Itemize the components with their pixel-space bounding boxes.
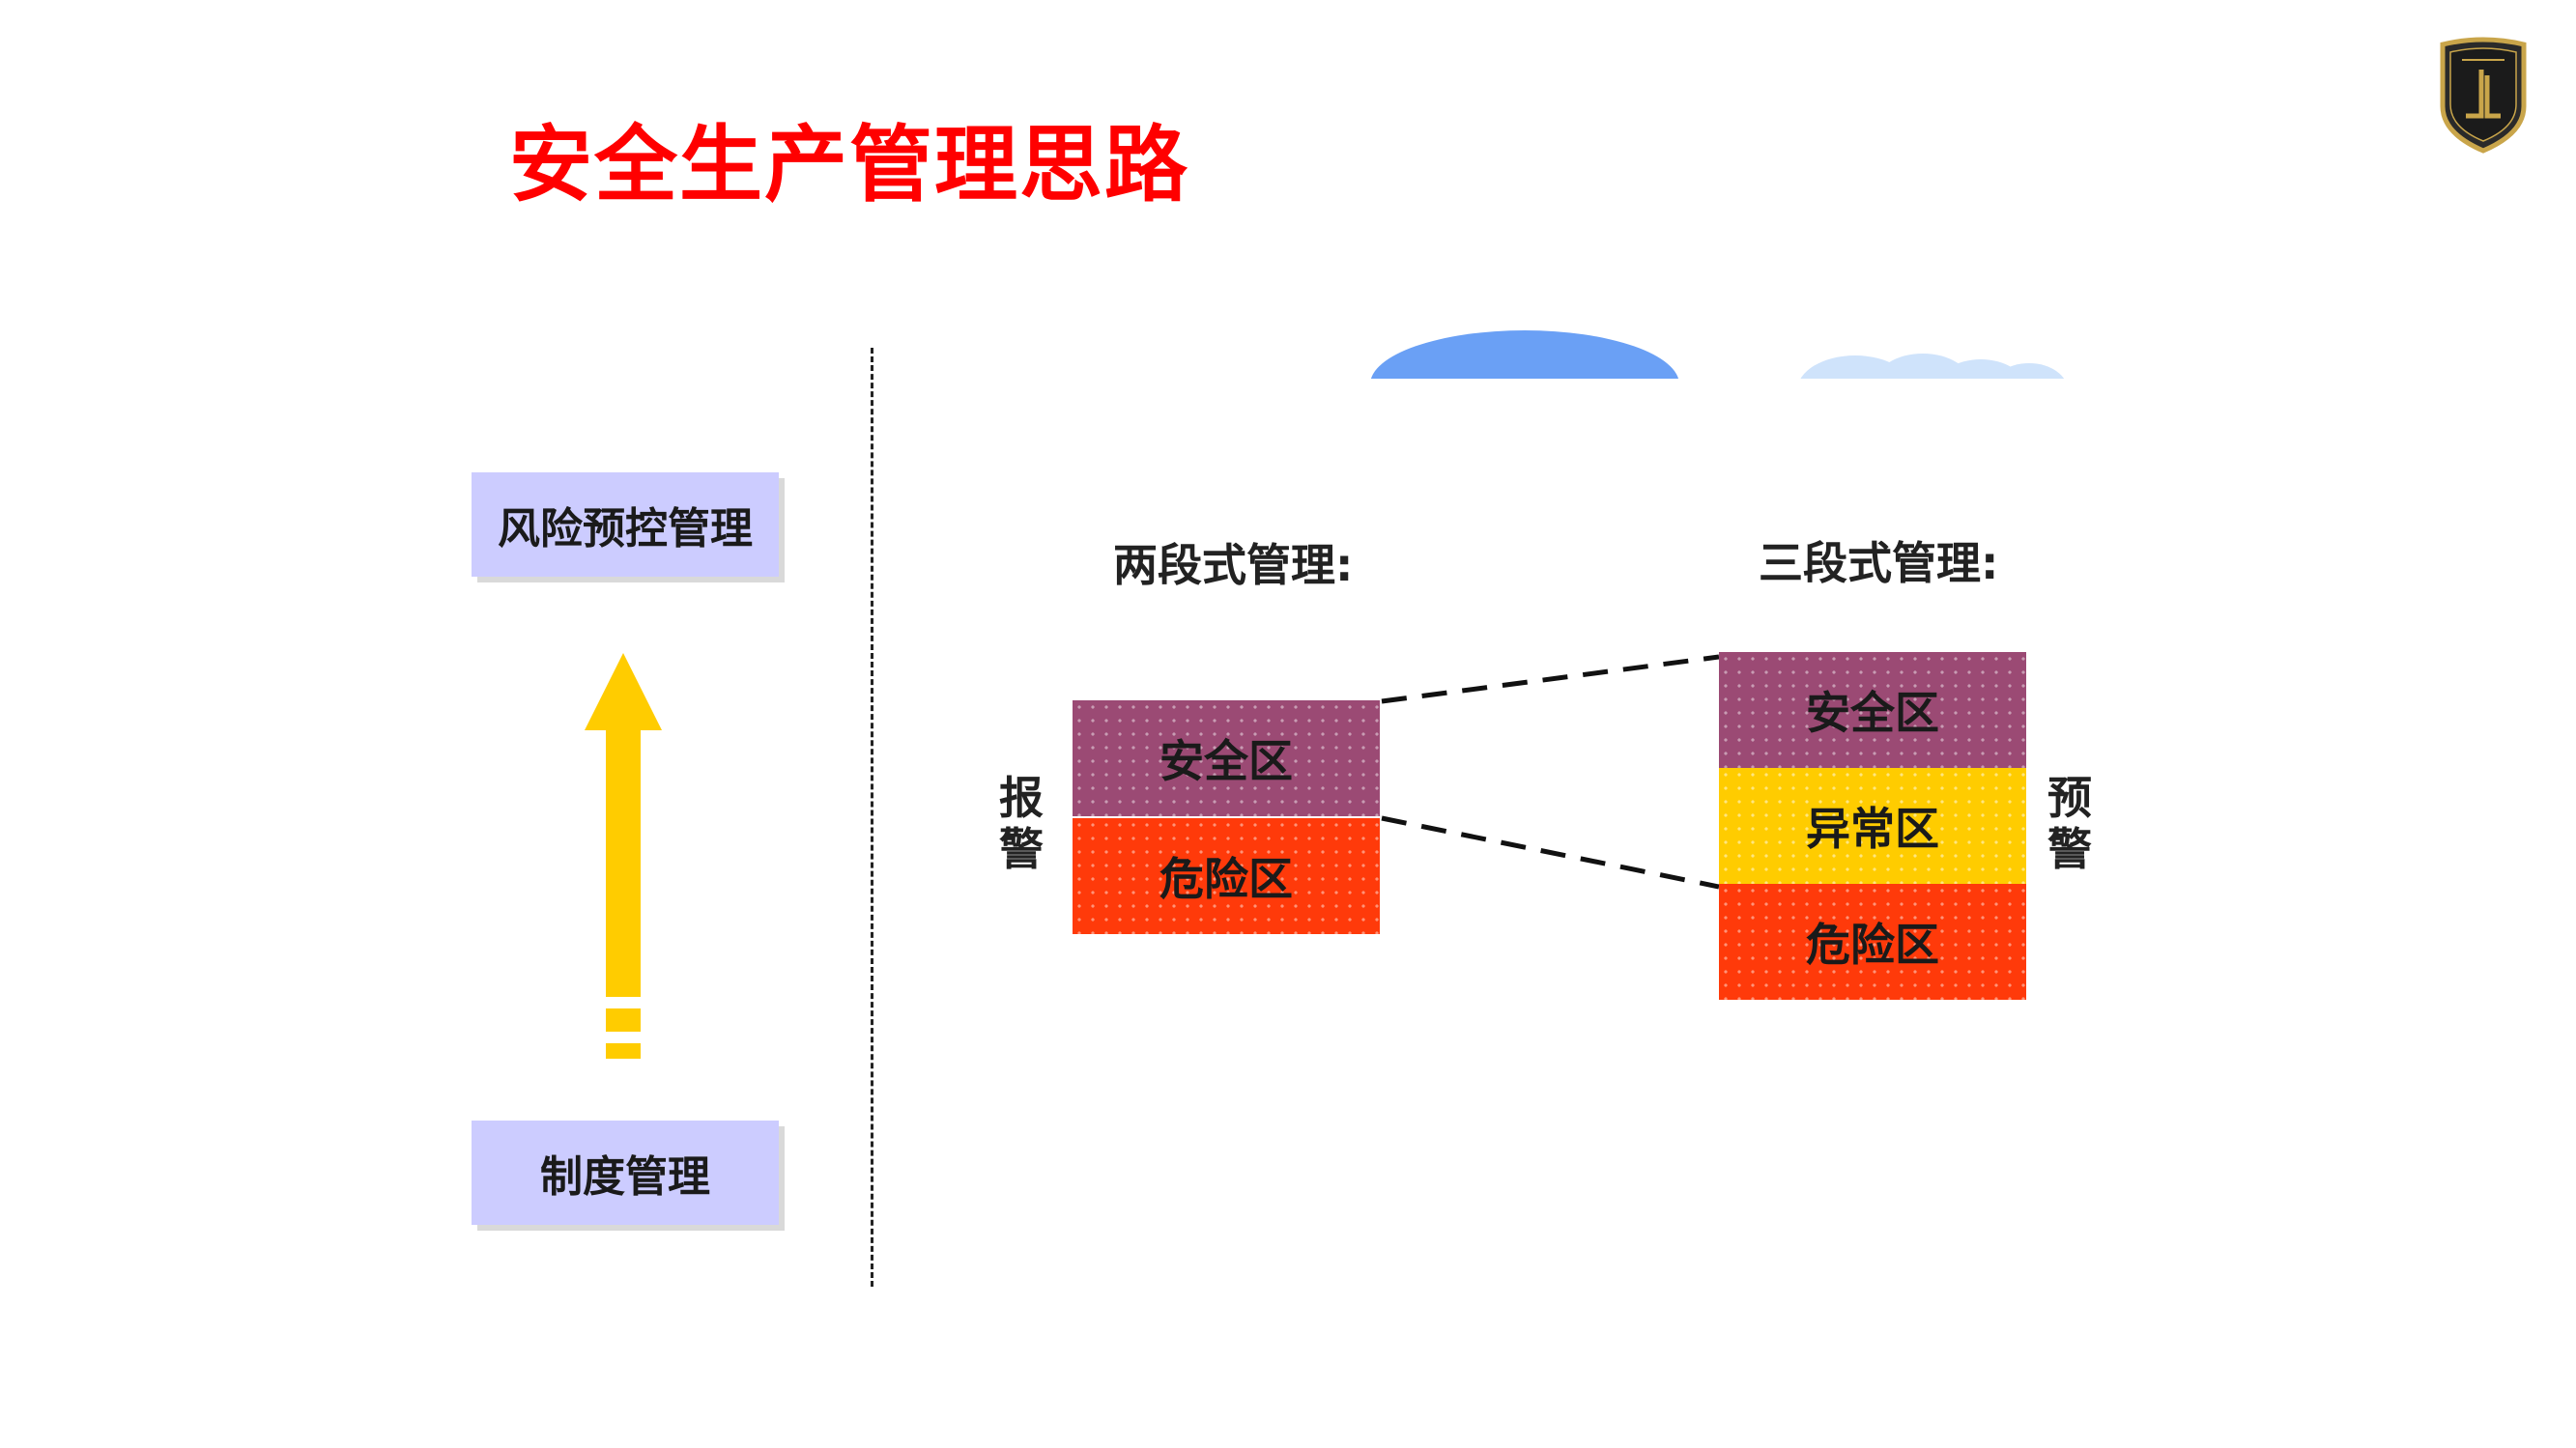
vertical-divider xyxy=(871,348,873,1287)
up-arrow-icon xyxy=(585,653,662,1059)
three-stage-heading: 三段式管理: xyxy=(1759,537,1999,589)
three-stage-abnormal-zone: 异常区 xyxy=(1719,768,2026,884)
two-stage-safe-zone: 安全区 xyxy=(1073,700,1380,816)
system-management-box: 制度管理 xyxy=(472,1121,779,1225)
three-stage-danger-zone: 危险区 xyxy=(1719,884,2026,1000)
two-stage-heading: 两段式管理: xyxy=(1113,539,1354,591)
alarm-label: 报警 xyxy=(999,772,1044,875)
page-title: 安全生产管理思路 xyxy=(509,117,1189,213)
risk-control-box: 风险预控管理 xyxy=(472,472,779,577)
warning-label: 预警 xyxy=(2047,772,2092,875)
two-stage-danger-zone: 危险区 xyxy=(1073,818,1380,934)
cloud-decoration xyxy=(1370,330,2065,379)
shield-logo-icon xyxy=(2440,37,2527,154)
three-stage-safe-zone: 安全区 xyxy=(1719,652,2026,768)
